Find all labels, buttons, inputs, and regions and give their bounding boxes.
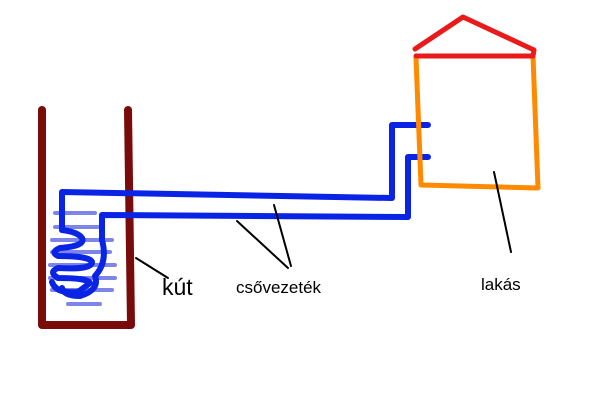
pipe-coil-inner — [59, 237, 107, 299]
house-wall — [413, 53, 541, 191]
label-pipeline: csővezeték — [236, 278, 322, 297]
leader-pipe-lower — [236, 220, 289, 269]
leader-pipe-upper — [273, 204, 292, 267]
pipeline — [49, 122, 431, 299]
house-roof — [412, 14, 537, 59]
label-well: kút — [162, 274, 193, 300]
leader-well — [135, 257, 169, 279]
leader-lines — [135, 171, 512, 279]
leader-house — [493, 171, 512, 253]
pipe-upper — [59, 122, 431, 233]
house — [412, 14, 541, 191]
label-house: lakás — [481, 275, 521, 294]
pipe-lower — [99, 154, 431, 243]
pipe-coil — [49, 227, 95, 296]
